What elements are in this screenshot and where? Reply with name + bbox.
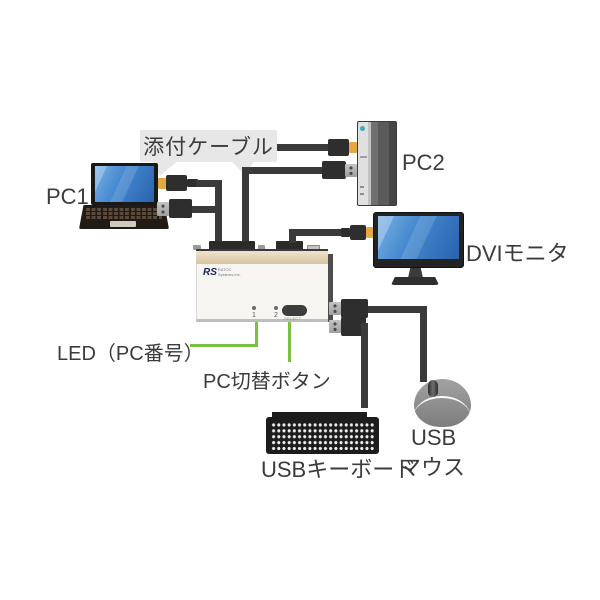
laptop-trackpad [110, 221, 136, 227]
mouse-cable-vertical [420, 306, 427, 382]
tower-usb-port-2 [360, 193, 364, 195]
usb-cable-pc1 [192, 206, 222, 213]
attached-cable-callout: 添付ケーブル [140, 130, 277, 162]
dvi-plug-gold-tip-monitor [366, 227, 373, 238]
kvm-side-shadow [327, 254, 333, 322]
dvi-plug-neck-monitor [341, 228, 350, 237]
pc-select-button[interactable] [282, 305, 307, 316]
led-pointer-line-vertical [255, 322, 258, 347]
led-1-number: 1 [252, 312, 256, 319]
monitor-screen [378, 216, 459, 259]
monitor-stand-base [391, 277, 439, 285]
usb-plug-keyboard [341, 317, 366, 336]
usb-plug-mouse [341, 299, 368, 318]
dvi-plug-neck-pc1 [187, 179, 198, 187]
dvi-cable-pc2 [277, 144, 328, 151]
monitor-cable-vertical [289, 229, 296, 243]
usb-plug-tip-pc1 [157, 202, 169, 216]
monitor-label: DVIモニタ [466, 241, 569, 266]
dvi-plug-pc1 [166, 175, 187, 191]
select-button-caption: SELECT [284, 316, 302, 321]
tower-usb-port-1 [360, 186, 364, 188]
desktop-tower [357, 121, 397, 206]
led-pointer-line-horizontal [190, 344, 258, 347]
kvm-brand-logo: RS RATOC Systems,Inc. [203, 267, 241, 278]
dvi-plug-gold-tip-pc2 [349, 142, 357, 153]
keyboard-label: USBキーボード [261, 457, 417, 482]
dvi-cable-pc1 [196, 180, 222, 187]
button-annotation-label: PC切替ボタン [203, 371, 331, 393]
pc2-label: PC2 [402, 150, 445, 175]
tower-drive-slot [360, 156, 367, 158]
dvi-plug-gold-tip-pc1 [158, 178, 166, 189]
mouse-cable-horizontal [368, 306, 427, 313]
keyboard-top-ridge [272, 412, 367, 418]
keyboard-keys [270, 421, 375, 450]
usb-cable-pc2-horizontal [242, 167, 322, 174]
pc1-cable-trunk [215, 180, 222, 247]
button-pointer-line [288, 322, 291, 362]
kvm-top-port-nub-1 [193, 245, 201, 250]
usb-cable-pc2-vertical [242, 167, 249, 248]
usb-plug-tip-keyboard [329, 320, 341, 333]
mouse-button-divider [413, 396, 471, 418]
led-2-number: 2 [274, 312, 278, 319]
usb-plug-tip-mouse [329, 302, 341, 315]
laptop-keys [86, 208, 162, 219]
kvm-dvi-in-port-1 [209, 241, 255, 250]
attached-cable-label: 添付ケーブル [143, 136, 274, 159]
led-pc2-indicator [274, 306, 278, 310]
mouse-label-usb: USB [411, 425, 457, 450]
ratoc-logo-mark: RS [203, 267, 217, 278]
led-pc1-indicator [252, 306, 256, 310]
dvi-plug-monitor [350, 225, 366, 240]
kvm-top-band [196, 249, 328, 264]
usb-plug-pc1 [169, 199, 192, 218]
mouse-scroll-wheel [428, 380, 438, 397]
pc1-label: PC1 [46, 184, 89, 209]
keyboard-cable-vertical [361, 323, 368, 408]
led-annotation-label: LED（PC番号） [57, 343, 204, 365]
dvi-plug-pc2 [328, 139, 349, 156]
monitor-stand-neck [408, 268, 423, 278]
usb-plug-tip-pc2 [345, 164, 357, 177]
usb-plug-pc2 [322, 161, 346, 179]
kvm-dvi-out-port [276, 241, 303, 250]
ratoc-logo-text: RATOC Systems,Inc. [217, 267, 241, 277]
mouse-label-mouse: マウス [399, 455, 466, 480]
monitor-cable-horizontal [289, 229, 341, 236]
kvm-top-port-nub-2 [258, 245, 265, 250]
tower-power-led [360, 126, 365, 131]
laptop-screen-display [95, 166, 154, 202]
